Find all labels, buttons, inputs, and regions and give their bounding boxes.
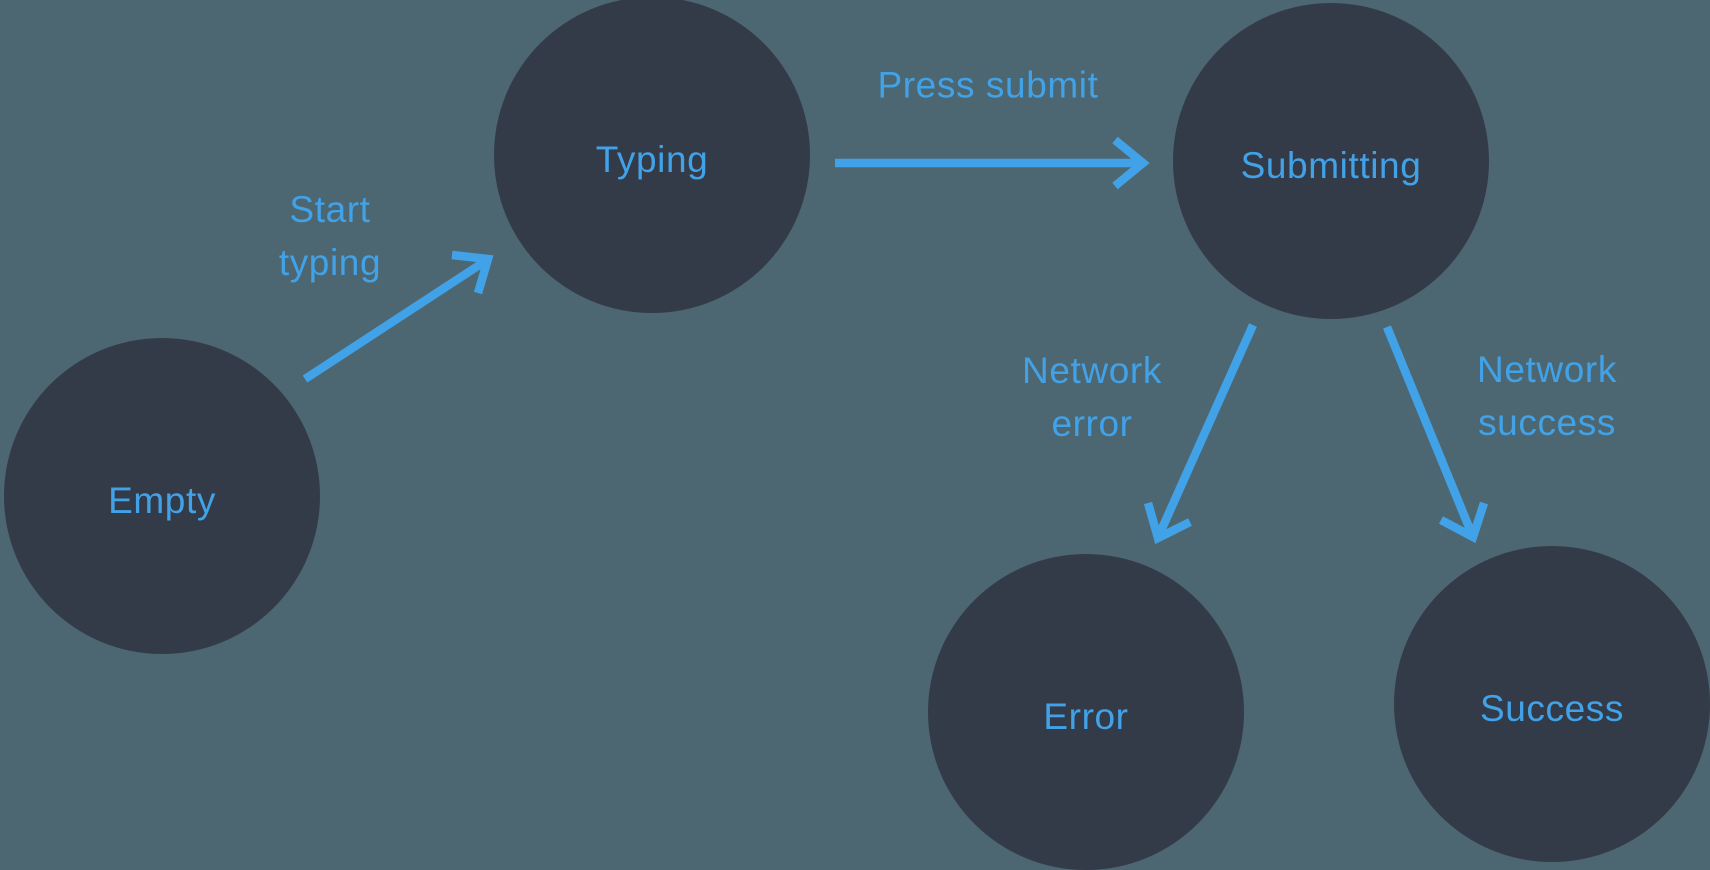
- transition-arrow-press-submit: [835, 136, 1150, 190]
- transition-label-line: success: [1478, 402, 1616, 443]
- state-label-empty: Empty: [108, 480, 216, 521]
- state-label-typing: Typing: [595, 139, 709, 180]
- transition-arrow-network-success: [1383, 325, 1489, 544]
- transition-label-line: Network: [1477, 349, 1617, 390]
- state-node-success: Success: [1394, 546, 1710, 862]
- transition-label-line: Network: [1022, 350, 1162, 391]
- state-node-empty: Empty: [4, 338, 320, 654]
- state-node-typing: Typing: [494, 0, 810, 313]
- state-node-error: Error: [928, 554, 1244, 870]
- transition-label-press-submit: Press submit: [877, 59, 1098, 112]
- transition-label-line: Press submit: [877, 64, 1099, 106]
- transition-label-line: Start: [289, 189, 371, 230]
- transition-label-line: error: [1051, 403, 1133, 444]
- transition-label-line: typing: [278, 242, 382, 283]
- transition-label-start-typing: Start typing: [279, 183, 381, 289]
- state-label-success: Success: [1479, 688, 1625, 729]
- transition-arrow-start-typing: [302, 250, 494, 383]
- state-label-submitting: Submitting: [1240, 145, 1422, 186]
- transition-arrow-network-error: [1143, 323, 1257, 545]
- state-label-error: Error: [1043, 696, 1129, 737]
- state-node-submitting: Submitting: [1173, 3, 1489, 319]
- transition-label-network-error: Network error: [1022, 344, 1162, 450]
- transition-label-network-success: Network success: [1477, 343, 1617, 449]
